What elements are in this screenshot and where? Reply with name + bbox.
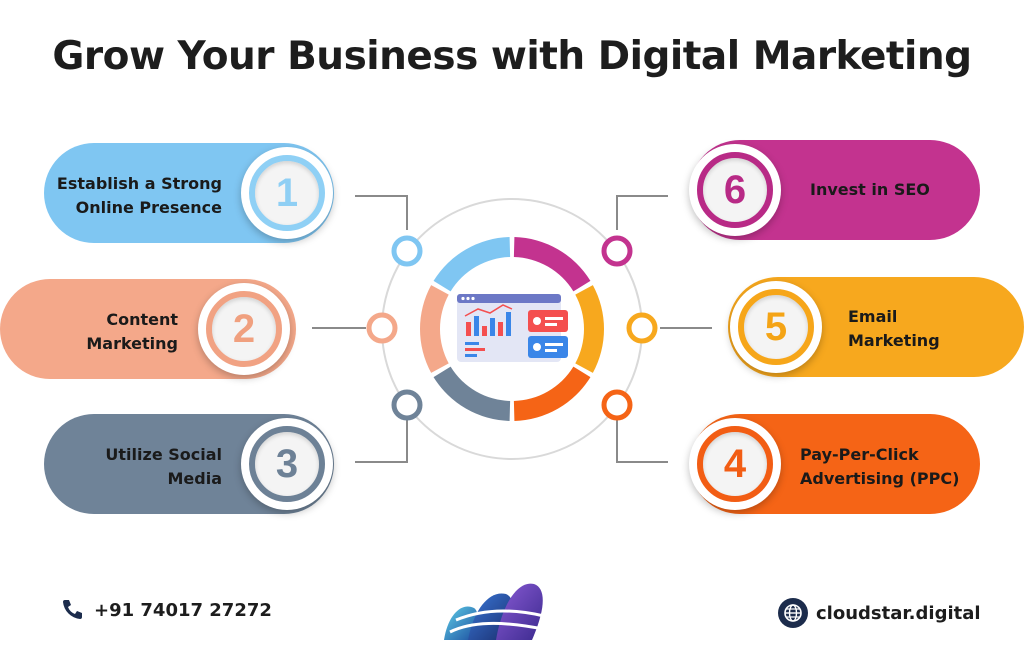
globe-icon bbox=[778, 598, 808, 628]
step-4-label-line2: Advertising (PPC) bbox=[800, 469, 960, 488]
step-4-badge: 4 bbox=[689, 418, 781, 510]
donut-segment-5 bbox=[575, 285, 605, 373]
connector-6 bbox=[616, 195, 668, 230]
donut-segment-4 bbox=[513, 366, 591, 421]
segmented-donut bbox=[420, 237, 605, 421]
dot-5 bbox=[626, 312, 658, 344]
step-1-label-line1: Establish a Strong bbox=[56, 174, 222, 193]
phone-number: +91 74017 27272 bbox=[94, 599, 272, 621]
donut-segment-1 bbox=[433, 237, 511, 292]
dot-1 bbox=[391, 235, 423, 267]
analytics-dashboard-icon bbox=[457, 294, 568, 362]
dot-6 bbox=[601, 235, 633, 267]
connector-3 bbox=[355, 420, 408, 463]
step-6-number: 6 bbox=[723, 167, 747, 212]
step-1-number: 1 bbox=[275, 170, 299, 215]
step-1-label-line2: Online Presence bbox=[75, 198, 222, 217]
phone-icon bbox=[63, 600, 82, 619]
step-5-label-line1: Email bbox=[848, 307, 898, 326]
donut-segment-2 bbox=[420, 285, 449, 373]
step-2-label-line1: Content bbox=[106, 310, 178, 329]
dot-2 bbox=[366, 312, 398, 344]
step-4-label-line1: Pay-Per-Click bbox=[800, 445, 919, 464]
step-6-label-line1: Invest in SEO bbox=[810, 180, 930, 199]
step-5-badge: 5 bbox=[730, 281, 822, 373]
dot-4 bbox=[601, 389, 633, 421]
website-contact[interactable]: cloudstar.digital bbox=[778, 598, 981, 628]
step-3-number: 3 bbox=[275, 441, 299, 486]
step-5-number: 5 bbox=[764, 304, 788, 349]
dot-3 bbox=[391, 389, 423, 421]
connector-4 bbox=[616, 420, 668, 463]
cloudstar-logo-icon bbox=[444, 583, 549, 640]
step-2-badge: 2 bbox=[198, 283, 290, 375]
step-3-label-line2: Media bbox=[167, 469, 222, 488]
step-3-badge: 3 bbox=[241, 418, 333, 510]
step-6-badge: 6 bbox=[689, 144, 781, 236]
step-5-label-line2: Marketing bbox=[848, 331, 940, 350]
step-2-label-line2: Marketing bbox=[86, 334, 178, 353]
website-url: cloudstar.digital bbox=[816, 602, 981, 624]
connector-1 bbox=[355, 195, 408, 230]
step-1-badge: 1 bbox=[241, 147, 333, 239]
donut-segment-6 bbox=[513, 237, 591, 292]
phone-contact[interactable]: +91 74017 27272 bbox=[60, 598, 272, 622]
donut-segment-3 bbox=[433, 366, 511, 421]
page-title: Grow Your Business with Digital Marketin… bbox=[52, 34, 972, 79]
step-2-number: 2 bbox=[232, 306, 256, 351]
step-4-number: 4 bbox=[723, 441, 747, 486]
step-3-label-line1: Utilize Social bbox=[105, 445, 222, 464]
